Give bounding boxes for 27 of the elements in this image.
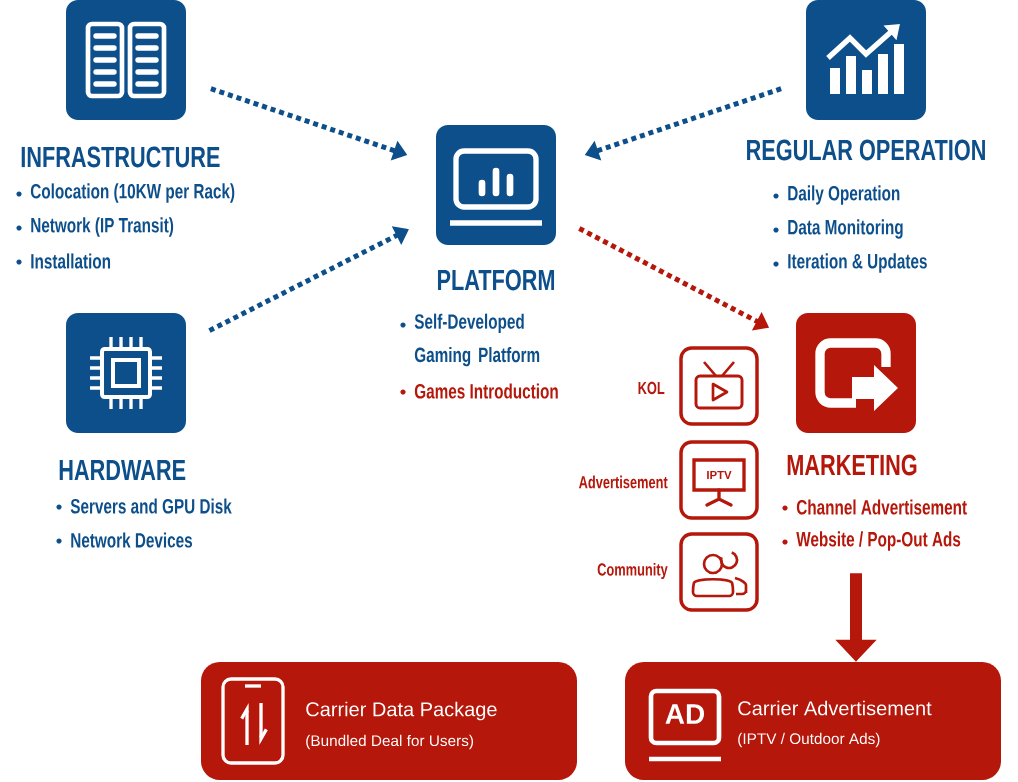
bullet-text: Channel Advertisement xyxy=(796,499,967,515)
bullet-text: Games Introduction xyxy=(414,383,558,399)
bullet-text: Iteration & Updates xyxy=(788,253,927,273)
bullet-text: Daily Operation xyxy=(788,185,900,205)
side-label: Community xyxy=(597,562,668,580)
screen-label: IPTV xyxy=(707,471,732,479)
side-label: KOL xyxy=(638,381,665,395)
bullet-text: Self-Developed Gaming Platform xyxy=(414,313,540,367)
heading: HARDWARE xyxy=(59,459,186,481)
heading: REGULAR OPERATION xyxy=(747,139,985,161)
side-label: Advertisement xyxy=(578,475,668,489)
bullet-text: Servers and GPU Disk xyxy=(70,498,232,514)
panel-title: Carrier Advertisement xyxy=(738,700,932,716)
bullet-text: Network Devices xyxy=(71,532,193,548)
bullet-text: Colocation (10KW per Rack) xyxy=(30,183,235,203)
heading: MARKETING xyxy=(787,454,917,476)
bullet-text: Website / Pop-Out Ads xyxy=(796,531,961,551)
heading: PLATFORM xyxy=(437,269,555,291)
panel-title: Carrier Data Package xyxy=(306,701,497,721)
bullet-text: Network (IP Transit) xyxy=(31,217,174,237)
bullet-text: Installation xyxy=(31,253,111,269)
panel-subtitle: (IPTV / Outdoor Ads) xyxy=(738,732,880,748)
heading: INFRASTRUCTURE xyxy=(21,146,220,168)
bullet-text: Data Monitoring xyxy=(788,219,903,239)
arrow xyxy=(208,226,409,333)
screen-label: AD xyxy=(665,704,705,724)
panel-subtitle: (Bundled Deal for Users) xyxy=(306,734,473,750)
